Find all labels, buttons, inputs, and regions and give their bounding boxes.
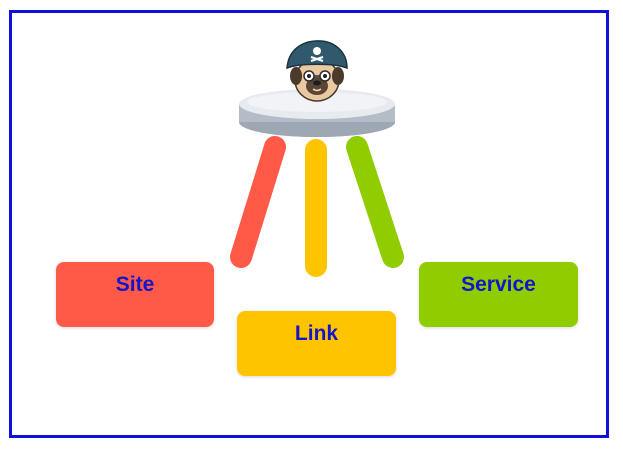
stool-leg-service — [346, 136, 404, 268]
link-label: Link — [294, 322, 339, 345]
site-label: Site — [115, 273, 155, 296]
site-box: Site — [56, 262, 214, 327]
service-box: Service — [419, 262, 578, 327]
pirate-pug-icon — [286, 40, 348, 102]
link-box: Link — [237, 311, 396, 376]
stool-seat — [239, 89, 395, 137]
service-label: Service — [461, 273, 536, 296]
stool-leg-site — [230, 136, 286, 268]
